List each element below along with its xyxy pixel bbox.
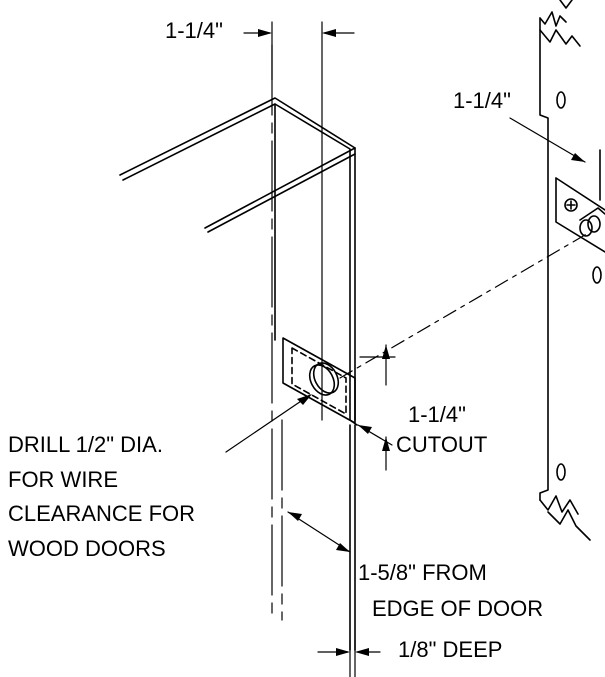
edge-of-door-label: EDGE OF DOOR [372,596,544,621]
strike-plate [539,0,605,541]
depth-label: 1/8" DEEP [398,637,503,662]
from-edge-label: 1-5/8" FROM [358,560,487,585]
cutout-word-label: CUTOUT [396,432,488,457]
drill-note-line2: FOR WIRE [8,467,118,492]
dimension-arrows [258,29,585,656]
cutout [282,231,591,424]
drill-note-line3: CLEARANCE FOR [8,501,196,526]
top-width-label: 1-1/4" [165,18,223,43]
drill-note-line1: DRILL 1/2" DIA. [8,432,163,457]
plate-offset-label: 1-1/4" [453,88,511,113]
drill-note-line4: WOOD DOORS [8,536,166,561]
centerlines [271,44,283,621]
cutout-size-label: 1-1/4" [408,402,466,427]
